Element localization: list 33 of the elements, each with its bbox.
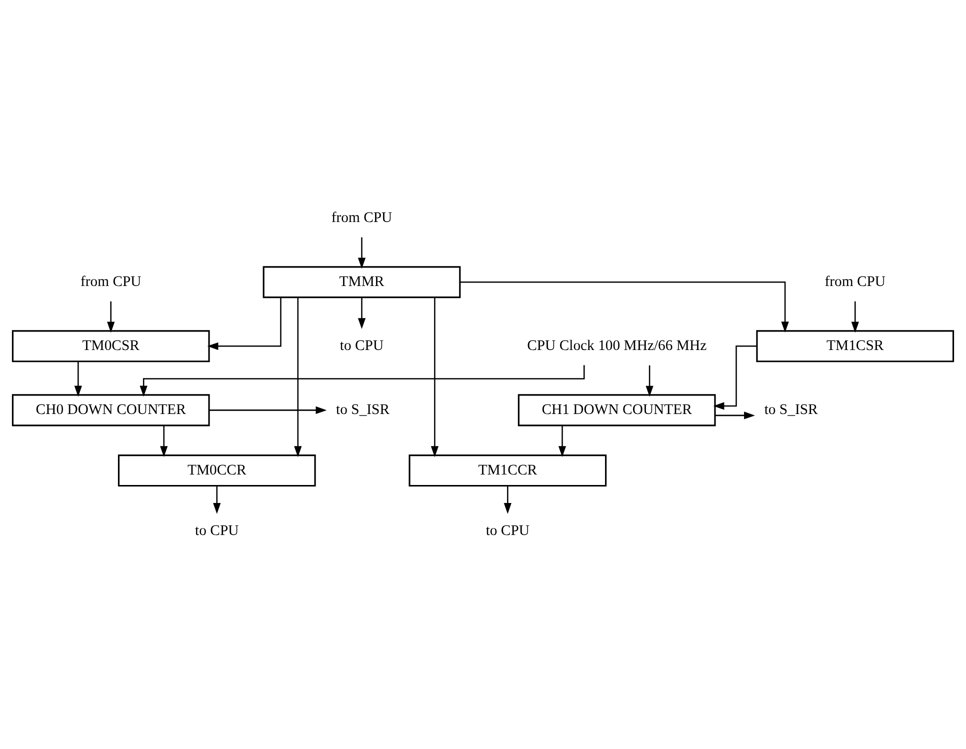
arrow bbox=[558, 425, 566, 458]
node-text: from CPU bbox=[824, 274, 886, 290]
node-text: to CPU bbox=[340, 338, 384, 354]
node-text: to S_ISR bbox=[336, 402, 390, 418]
arrow bbox=[646, 365, 654, 397]
node-box: CH0 DOWN COUNTER bbox=[12, 394, 210, 426]
node-box: TM0CCR bbox=[118, 454, 316, 487]
arrow bbox=[460, 282, 789, 333]
arrow bbox=[74, 362, 82, 397]
arrow bbox=[430, 298, 439, 458]
node-text: from CPU bbox=[80, 274, 142, 290]
node-text: to CPU bbox=[195, 522, 239, 539]
node-text: from CPU bbox=[331, 210, 392, 226]
arrow bbox=[715, 412, 755, 420]
arrow bbox=[294, 298, 302, 458]
arrow bbox=[107, 301, 115, 333]
node-box: TM1CSR bbox=[756, 330, 954, 362]
arrow bbox=[358, 298, 366, 330]
arrow bbox=[213, 486, 221, 514]
node-text: to S_ISR bbox=[764, 402, 818, 418]
arrow bbox=[504, 486, 512, 514]
arrow bbox=[160, 425, 168, 458]
arrow bbox=[358, 237, 366, 269]
node-text: CPU Clock 100 MHz/66 MHz bbox=[527, 338, 707, 354]
node-box: CH1 DOWN COUNTER bbox=[518, 394, 716, 426]
arrow bbox=[209, 406, 327, 414]
arrow bbox=[851, 301, 859, 333]
node-text: to CPU bbox=[486, 522, 530, 539]
node-box: TMMR bbox=[262, 266, 461, 298]
arrow bbox=[207, 298, 282, 350]
arrow bbox=[713, 346, 757, 410]
node-box: TM0CSR bbox=[12, 330, 210, 362]
node-box: TM1CCR bbox=[408, 454, 607, 487]
